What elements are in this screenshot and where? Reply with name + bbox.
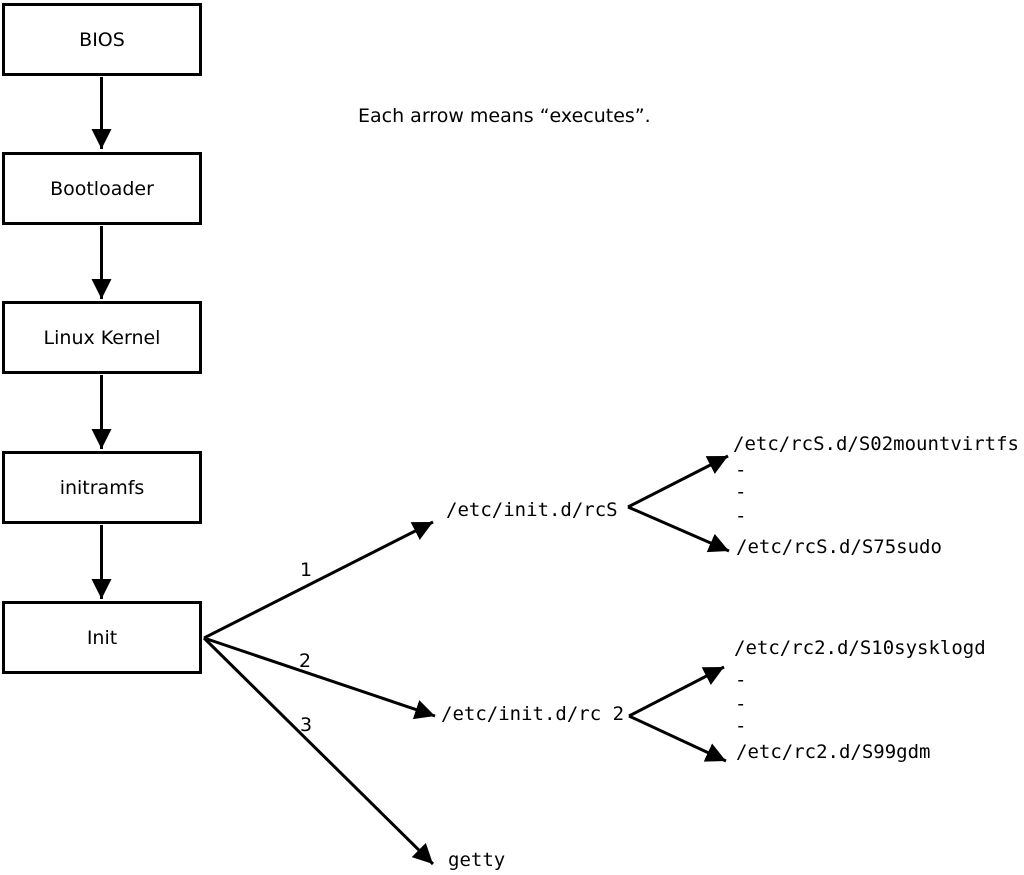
rc2-ellipsis-dash: - xyxy=(735,715,747,737)
rcs-ellipsis-dash: - xyxy=(735,481,747,503)
arrow-rc2-to-first-script xyxy=(628,665,725,718)
node-init-d-rcs: /etc/init.d/rcS xyxy=(446,499,618,521)
rc2-ellipsis-dash: - xyxy=(735,669,747,691)
node-rcs-first-script: /etc/rcS.d/S02mountvirtfs xyxy=(733,433,1019,455)
node-rc2-last-script: /etc/rc2.d/S99gdm xyxy=(736,741,931,763)
node-bootloader-label: Bootloader xyxy=(50,177,154,200)
node-initramfs-label: initramfs xyxy=(59,476,145,499)
node-getty: getty xyxy=(448,849,506,871)
arrow-rc2-to-last-script xyxy=(628,714,727,763)
branch-order-3: 3 xyxy=(299,714,313,736)
node-bootloader: Bootloader xyxy=(2,152,202,225)
rcs-ellipsis-dash: - xyxy=(735,505,747,527)
node-init-label: Init xyxy=(86,626,118,649)
node-bios: BIOS xyxy=(2,3,202,76)
node-rc2-first-script: /etc/rc2.d/S10sysklogd xyxy=(734,637,986,659)
node-initramfs: initramfs xyxy=(2,451,202,524)
node-init: Init xyxy=(2,601,202,674)
legend-note: Each arrow means “executes”. xyxy=(358,105,651,127)
arrow-rcs-to-last-script xyxy=(627,505,730,553)
node-rcs-last-script: /etc/rcS.d/S75sudo xyxy=(736,536,942,558)
branch-order-2: 2 xyxy=(298,650,312,672)
node-init-d-rc2: /etc/init.d/rc 2 xyxy=(441,703,625,725)
branch-order-1: 1 xyxy=(299,559,313,581)
arrow-init-to-getty xyxy=(202,636,435,866)
node-bios-label: BIOS xyxy=(79,28,125,51)
arrow-init-to-rc2 xyxy=(203,636,436,720)
rc2-ellipsis-dash: - xyxy=(735,693,747,715)
arrow-rcs-to-first-script xyxy=(627,454,729,509)
node-linux-kernel: Linux Kernel xyxy=(2,301,202,374)
rcs-ellipsis-dash: - xyxy=(735,459,747,481)
node-linux-kernel-label: Linux Kernel xyxy=(43,326,161,349)
arrow-init-to-rcs xyxy=(203,520,434,640)
